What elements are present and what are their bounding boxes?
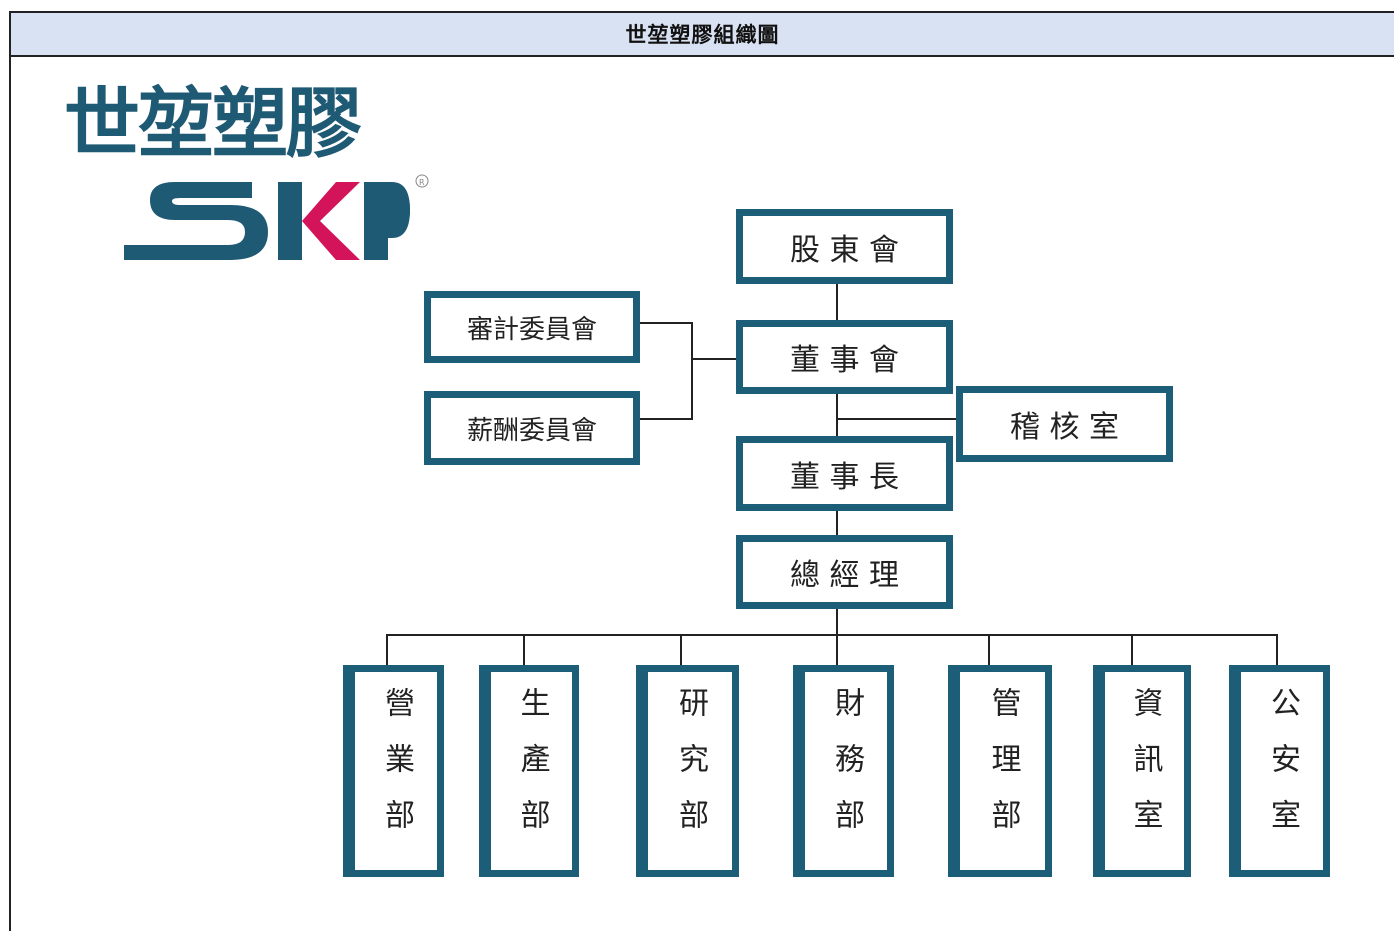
dept-production: 生產部 <box>479 665 579 877</box>
connector <box>691 358 737 360</box>
connector <box>386 634 1278 636</box>
dept-safety: 公安室 <box>1229 665 1330 877</box>
company-logo-chinese: 世堃塑膠 <box>64 79 362 168</box>
connector <box>836 392 838 438</box>
connector <box>1276 634 1278 668</box>
connector <box>1131 634 1133 668</box>
dept-label: 財務部 <box>829 687 864 855</box>
dept-label: 研究部 <box>673 687 708 855</box>
node-label: 總 經 理 <box>789 558 900 593</box>
connector <box>836 282 838 322</box>
dept-label: 資訊室 <box>1127 687 1163 855</box>
node-label: 審計委員會 <box>466 314 597 345</box>
connector <box>836 607 838 667</box>
dept-sales: 營業部 <box>343 665 444 877</box>
connector <box>691 322 693 420</box>
node-internal-audit: 稽 核 室 <box>956 386 1173 462</box>
connector <box>680 634 682 668</box>
dept-research: 研究部 <box>636 665 739 877</box>
node-label: 董 事 會 <box>789 343 900 378</box>
dept-management: 管理部 <box>948 665 1052 877</box>
node-label: 股 東 會 <box>789 232 900 268</box>
page-frame <box>9 11 1394 931</box>
node-shareholders: 股 東 會 <box>736 209 953 284</box>
connector <box>638 418 693 420</box>
dept-label: 公安室 <box>1265 687 1300 855</box>
dept-label: 營業部 <box>379 687 414 855</box>
connector <box>836 509 838 537</box>
connector <box>523 634 525 668</box>
dept-it: 資訊室 <box>1093 665 1191 877</box>
node-board: 董 事 會 <box>736 320 953 394</box>
connector <box>988 634 990 668</box>
node-general-manager: 總 經 理 <box>736 535 953 609</box>
node-chairman: 董 事 長 <box>736 436 953 511</box>
connector <box>836 418 958 420</box>
dept-finance: 財務部 <box>793 665 894 877</box>
dept-label: 管理部 <box>985 687 1021 855</box>
page-title: 世堃塑膠組織圖 <box>11 13 1394 57</box>
connector <box>386 634 388 668</box>
node-label: 稽 核 室 <box>1009 410 1120 445</box>
node-compensation-committee: 薪酬委員會 <box>424 391 640 465</box>
node-label: 董 事 長 <box>789 459 900 495</box>
dept-label: 生產部 <box>514 687 550 855</box>
connector <box>638 322 693 324</box>
node-audit-committee: 審計委員會 <box>424 291 640 363</box>
node-label: 薪酬委員會 <box>466 415 597 446</box>
